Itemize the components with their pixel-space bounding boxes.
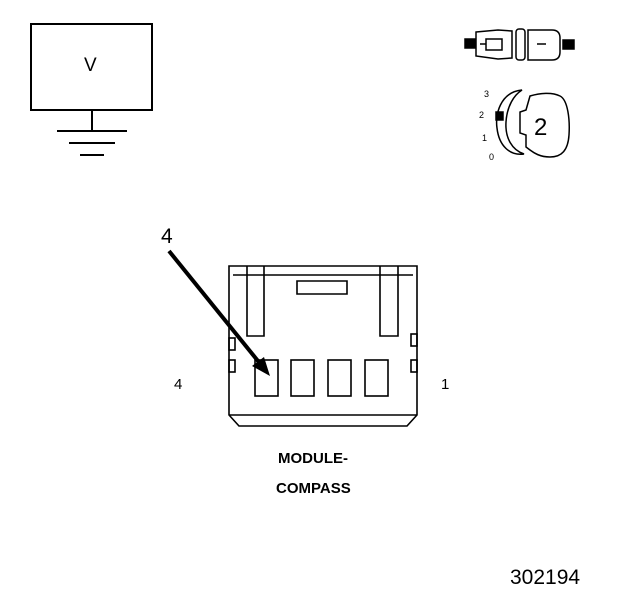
side-notch-right-upper: [410, 333, 418, 347]
callout-arrowhead: [252, 357, 270, 376]
figure-number: 302194: [510, 566, 581, 589]
disconnect-connector-icon: [464, 28, 575, 61]
cavity-pin-4: [254, 359, 279, 397]
side-notch-left-upper: [228, 337, 236, 351]
pin-number-right: 1: [441, 376, 450, 393]
top-latch: [296, 280, 348, 295]
ignition-key: [519, 92, 570, 158]
pin-number-left: 4: [174, 376, 183, 393]
callout-arrow: [167, 249, 270, 376]
left-guide-rail: [246, 266, 265, 337]
connector-name-line2: COMPASS: [276, 480, 351, 497]
ignition-selected-position: 2: [534, 114, 548, 141]
connector-face: [228, 265, 418, 427]
wire-end-left: [464, 38, 477, 49]
ignition-switch-icon: [495, 89, 570, 158]
ignition-position-3: 3: [484, 89, 490, 99]
ignition-position-1: 1: [482, 133, 488, 143]
connector-name-line1: MODULE-: [278, 450, 348, 467]
side-notch-right-lower: [410, 359, 418, 373]
callout-leader: [167, 249, 264, 368]
voltmeter-symbol: [30, 23, 153, 156]
cavity-pin-1: [364, 359, 389, 397]
ignition-position-0: 0: [489, 152, 495, 162]
wire-end-right: [562, 39, 575, 50]
callout-number: 4: [161, 225, 173, 248]
ignition-position-marker: [495, 111, 504, 121]
ignition-position-2: 2: [479, 110, 485, 120]
connector-female-half: [527, 29, 561, 61]
side-notch-left-lower: [228, 359, 236, 373]
right-guide-rail: [379, 266, 399, 337]
connector-housing: [228, 265, 418, 427]
voltmeter-label: V: [84, 55, 97, 76]
cavity-pin-2: [327, 359, 352, 397]
male-terminal: [485, 38, 503, 51]
connector-lock-ring: [515, 28, 526, 61]
cavity-pin-3: [290, 359, 315, 397]
